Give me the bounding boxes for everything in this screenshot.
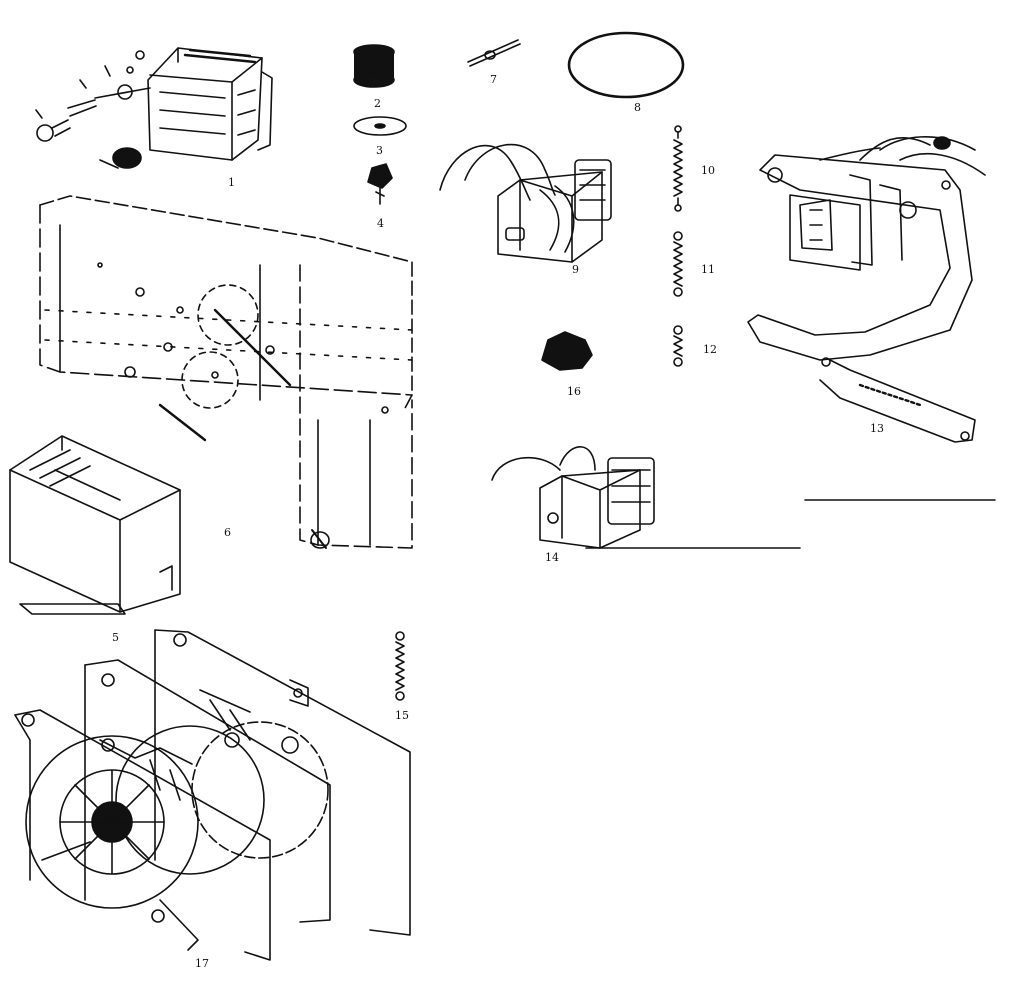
- part-4-insert: [367, 163, 393, 205]
- part-12-spring: [673, 325, 683, 367]
- part-label-16: 16: [567, 385, 581, 398]
- part-14-solenoid: [491, 446, 801, 549]
- part-17-blower-assembly: [14, 629, 411, 961]
- part-label-7: 7: [490, 73, 497, 86]
- part-label-6: 6: [224, 526, 231, 539]
- part-8-belt: [567, 31, 685, 99]
- part-6-chassis: [39, 195, 413, 549]
- part-label-3: 3: [376, 144, 383, 157]
- part-label-14: 14: [545, 551, 559, 564]
- part-2-knob: [353, 44, 395, 88]
- part-16-grommet: [541, 331, 593, 371]
- part-label-4: 4: [377, 217, 384, 230]
- part-1-timer-assembly: [35, 47, 273, 169]
- part-label-12: 12: [703, 343, 717, 356]
- part-label-8: 8: [634, 101, 641, 114]
- part-label-5: 5: [112, 631, 119, 644]
- part-11-spring: [673, 231, 683, 297]
- part-label-9: 9: [572, 263, 579, 276]
- part-label-15: 15: [395, 709, 409, 722]
- part-5-cover: [9, 435, 181, 615]
- part-label-1: 1: [228, 176, 235, 189]
- part-13-switch-bracket: [747, 136, 996, 501]
- part-10-spring: [673, 125, 683, 212]
- part-label-2: 2: [374, 97, 381, 110]
- part-9-solenoid: [439, 143, 612, 263]
- part-label-11: 11: [701, 263, 715, 276]
- part-7-pin: [467, 39, 521, 67]
- part-label-17: 17: [195, 957, 209, 970]
- part-label-10: 10: [701, 164, 715, 177]
- part-label-13: 13: [870, 422, 884, 435]
- part-3-washer: [353, 116, 407, 136]
- part-15-spring: [395, 631, 405, 701]
